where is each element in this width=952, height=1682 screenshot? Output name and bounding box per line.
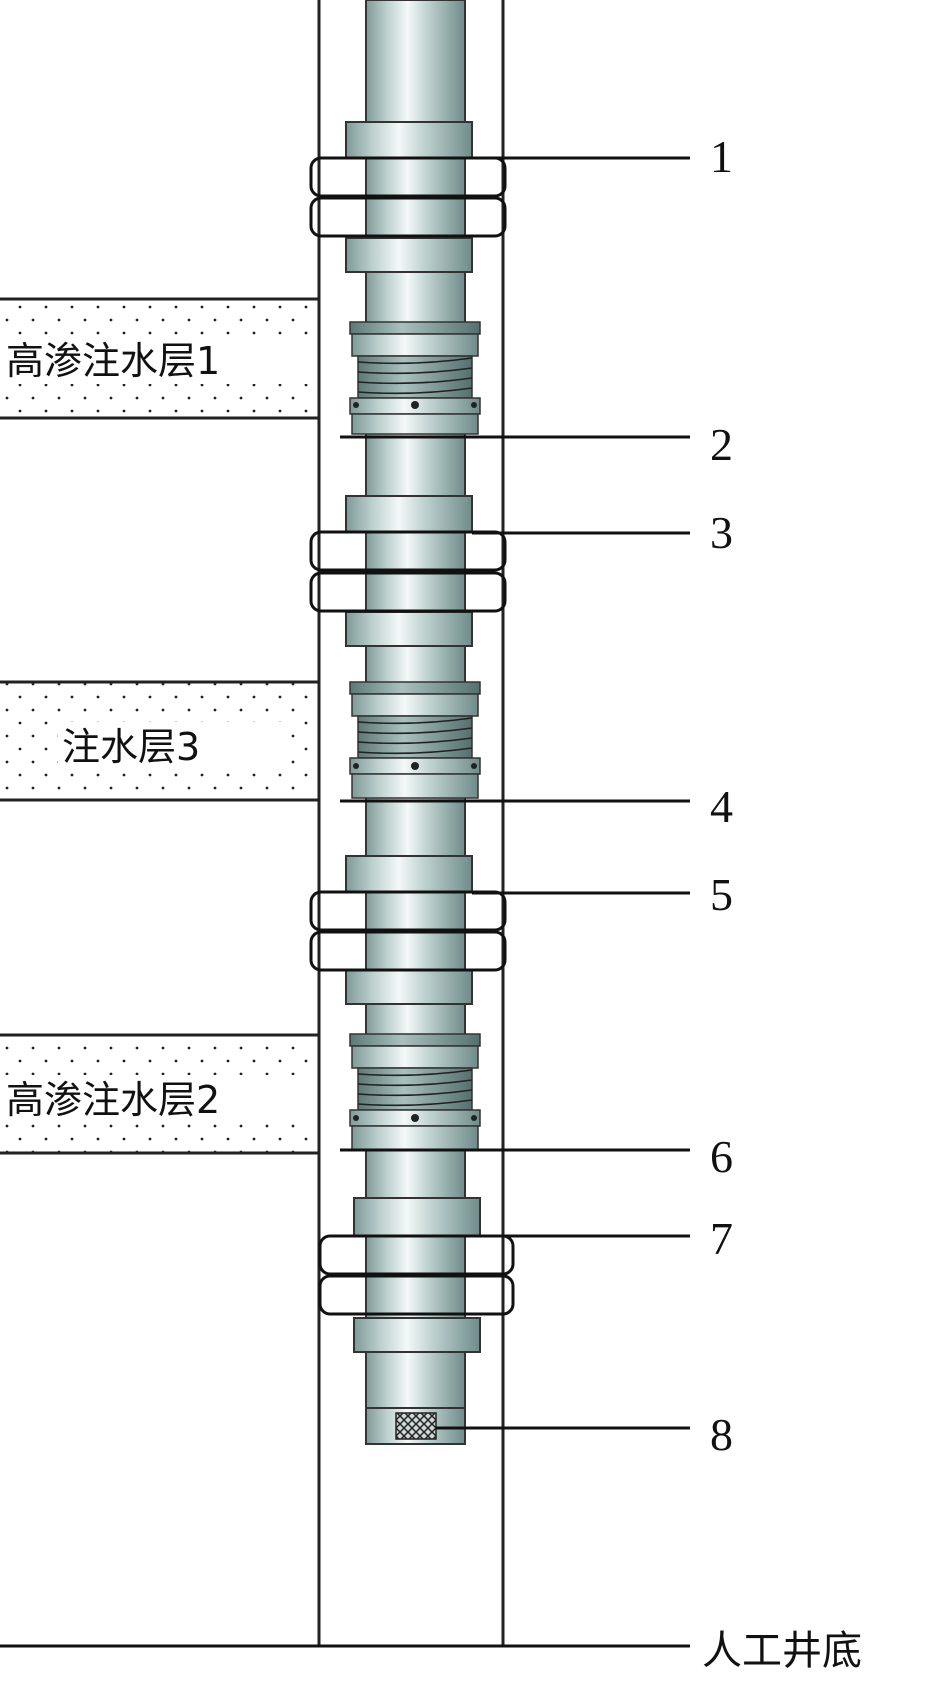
callout-6: 6 <box>710 1131 733 1182</box>
artificial-bottom-label: 人工井底 <box>702 1628 862 1674</box>
callout-1: 1 <box>710 131 733 182</box>
layer-label-3: 高渗注水层2 <box>6 1078 220 1122</box>
screen-plug <box>365 1407 466 1445</box>
packer-5 <box>309 855 507 1005</box>
injection-valve-3 <box>349 1033 481 1151</box>
callout-4: 4 <box>710 781 733 832</box>
injection-valve-1 <box>349 321 481 435</box>
layer-label-1: 高渗注水层1 <box>6 339 220 383</box>
callout-7: 7 <box>710 1213 733 1264</box>
leader-lines <box>340 156 690 1430</box>
injection-valve-2 <box>349 681 481 799</box>
layer-label-2: 注水层3 <box>62 725 200 769</box>
packer-1 <box>309 121 507 273</box>
callout-3: 3 <box>710 507 733 558</box>
callout-2: 2 <box>710 419 733 470</box>
callout-8: 8 <box>710 1409 733 1460</box>
callout-5: 5 <box>710 869 733 920</box>
packer-3 <box>309 495 507 647</box>
packer-7 <box>318 1197 515 1353</box>
